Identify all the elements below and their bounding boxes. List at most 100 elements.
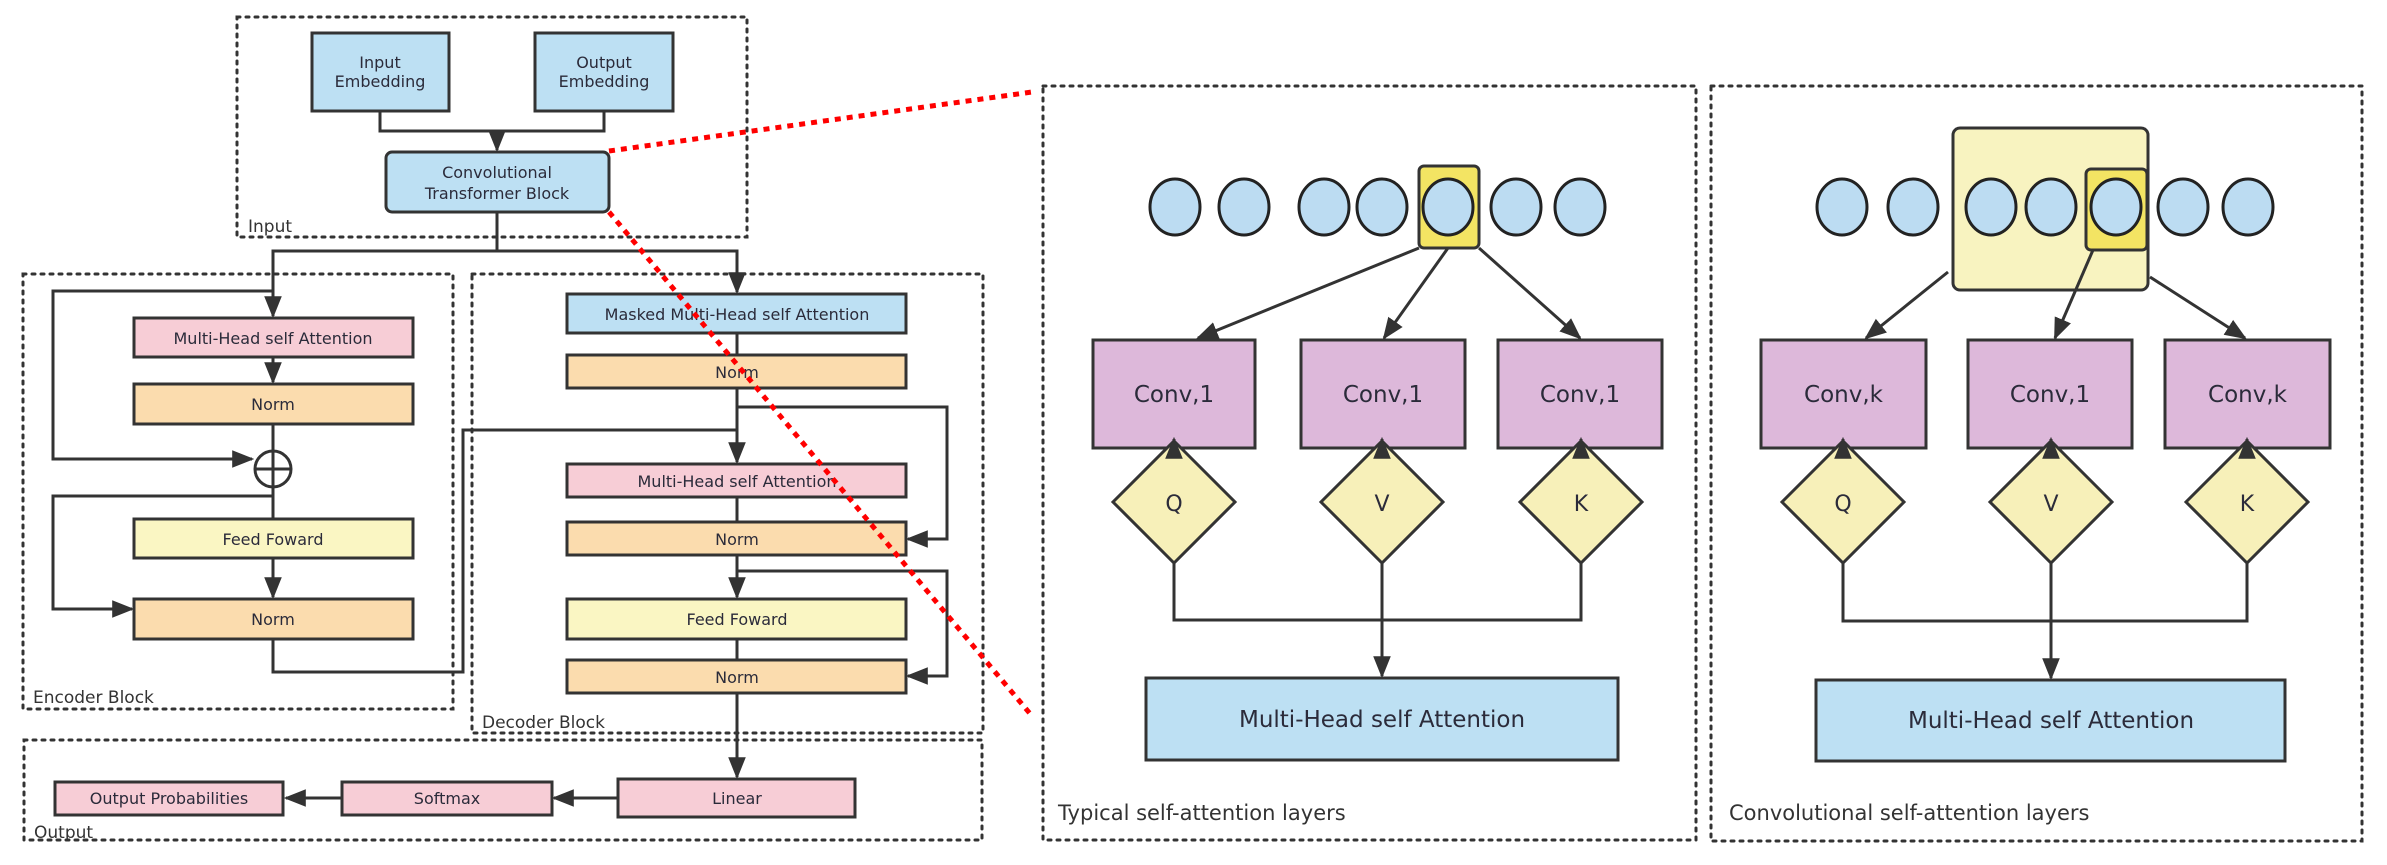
conv-to-encoder-wire [264, 212, 499, 319]
output-group-label: Output [34, 823, 93, 843]
decoder-residual-2 [737, 569, 949, 685]
conv-transformer-block: Convolutional Transformer Block [384, 150, 611, 214]
conv-box-label: Conv,1 [1540, 382, 1620, 408]
decoder-norm3-rect [565, 658, 908, 695]
token-circle [2089, 177, 2143, 237]
typical-panel-border [1041, 84, 1698, 842]
conv-mhsa-rect [1814, 678, 2287, 763]
output-embedding-line1: Output [576, 53, 632, 72]
conv-box [1496, 338, 1664, 450]
token-circle [1355, 177, 1409, 237]
token-circle [1421, 177, 1475, 237]
conv-box [1091, 338, 1257, 450]
token-circle [2024, 177, 2078, 237]
typical-mhsa-label: Multi-Head self Attention [1239, 707, 1525, 733]
output-group: Output Linear Softmax Output Probabiliti… [22, 738, 984, 843]
encoder-norm1-label: Norm [251, 395, 295, 414]
token-circle [1217, 177, 1271, 237]
output-embedding-box: Output Embedding [533, 31, 675, 113]
qkv-diamond-label: Q [1834, 492, 1851, 517]
embedding-join-wire [378, 111, 606, 133]
linear-rect [616, 777, 857, 819]
qkv-diamond-label: Q [1165, 492, 1182, 517]
conv-arrow-k [2149, 275, 2247, 340]
conv-transformer-line1: Convolutional [442, 163, 552, 182]
typical-arrow-q [1195, 246, 1420, 340]
output-embedding-line2: Embedding [559, 72, 650, 91]
conv-panel-border [1709, 84, 2364, 843]
conv-mhsa-label: Multi-Head self Attention [1908, 708, 2194, 734]
encoder-residual-1 [51, 289, 273, 468]
encoder-group-border [21, 272, 455, 711]
conv-arrow-q [1864, 270, 1949, 340]
typical-token-row [1148, 177, 1607, 237]
typical-self-attention-panel: Typical self-attention layers Conv,1Q Con… [1041, 84, 1698, 842]
convolutional-self-attention-panel: Convolutional self-attention layers Conv… [1709, 84, 2364, 843]
decoder-mhsa-label: Multi-Head self Attention [638, 472, 837, 491]
conv-panel-label: Convolutional self-attention layers [1729, 801, 2089, 825]
token-circle [1886, 177, 1940, 237]
zoom-line-bottom [607, 210, 1034, 718]
encoder-mhsa-label: Multi-Head self Attention [174, 329, 373, 348]
qkv-diamond-label: V [2043, 492, 2058, 517]
decoder-norm2-rect [565, 520, 908, 557]
qkv-diamond-label: K [2240, 492, 2255, 517]
conv-merge-wire [1841, 563, 2249, 623]
token-circle [1553, 177, 1607, 237]
decoder-norm3-label: Norm [715, 668, 759, 687]
decoder-mhsa-rect [565, 462, 908, 499]
token-circle [1815, 177, 1869, 237]
decoder-residual-1 [737, 405, 949, 548]
encoder-to-decoder-wire [271, 428, 737, 674]
conv-transformer-rect [384, 150, 611, 214]
typical-arrow-k [1478, 246, 1582, 340]
input-embedding-line2: Embedding [335, 72, 426, 91]
token-circle [1297, 177, 1351, 237]
typical-arrow-v [1382, 247, 1450, 340]
qkv-diamond-label: V [1374, 492, 1389, 517]
input-group: Input Input Embedding Output Embedding C… [235, 15, 749, 239]
conv-box [1966, 338, 2134, 450]
input-embedding-box: Input Embedding [310, 31, 451, 113]
encoder-ff-rect [132, 517, 415, 560]
linear-label: Linear [712, 789, 762, 808]
softmax-rect [340, 780, 554, 817]
conv-to-decoder-wire [497, 249, 746, 295]
encoder-group: Encoder Block Multi-Head self Attention … [21, 272, 455, 711]
encoder-norm2-label: Norm [251, 610, 295, 629]
conv-transformer-line2: Transformer Block [424, 184, 570, 203]
input-group-label: Input [248, 217, 292, 237]
decoder-norm2-label: Norm [715, 530, 759, 549]
output-probabilities-label: Output Probabilities [90, 789, 248, 808]
conv-box-label: Conv,1 [2010, 382, 2090, 408]
token-circle [1489, 177, 1543, 237]
decoder-group-border [470, 272, 985, 735]
conv-box [1759, 338, 1928, 450]
decoder-group: Decoder Block Masked Multi-Head self Att… [470, 272, 985, 735]
token-circle [1964, 177, 2018, 237]
typical-panel-label: Typical self-attention layers [1057, 801, 1346, 825]
qkv-diamond-label: K [1574, 492, 1589, 517]
token-circle [2221, 177, 2275, 237]
decoder-norm1-label: Norm [715, 363, 759, 382]
conv-box-label: Conv,k [1804, 382, 1884, 408]
decoder-group-label: Decoder Block [482, 713, 605, 733]
token-circle [1148, 177, 1202, 237]
typical-merge-wire [1172, 563, 1583, 622]
encoder-group-label: Encoder Block [33, 688, 154, 708]
output-group-border [22, 738, 984, 842]
decoder-ff-label: Feed Foward [686, 610, 787, 629]
input-group-border [235, 15, 749, 239]
softmax-label: Softmax [414, 789, 480, 808]
decoder-masked-mhsa-label: Masked Multi-Head self Attention [605, 305, 870, 324]
input-embedding-line1: Input [359, 53, 400, 72]
encoder-ff-label: Feed Foward [222, 530, 323, 549]
conv-token-row [1815, 177, 2275, 237]
conv-box-label: Conv,1 [1343, 382, 1423, 408]
encoder-residual-2 [51, 494, 273, 618]
token-circle [2156, 177, 2210, 237]
conv-arrow-v [2053, 249, 2095, 341]
